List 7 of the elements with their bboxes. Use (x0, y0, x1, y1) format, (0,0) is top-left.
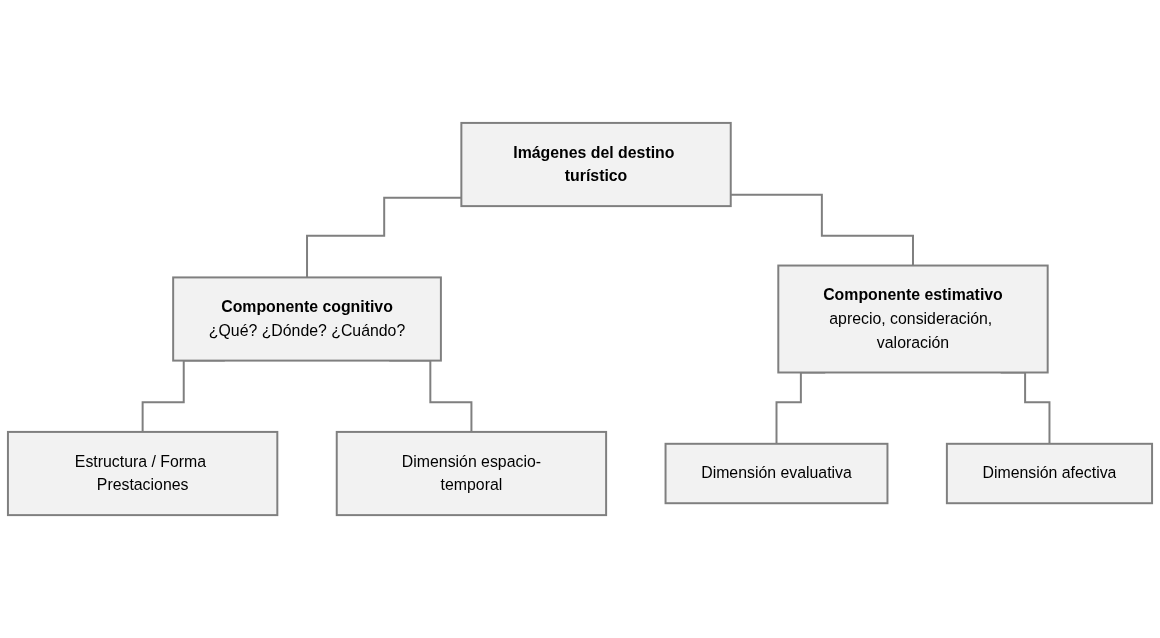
node-box: Dimensión espacio-temporal (335, 430, 608, 517)
node-box: Componente estimativo aprecio, consideración, valoración (777, 264, 1049, 374)
node-box: Dimensión evaluativa (664, 442, 889, 505)
node-box: Estructura / Forma Prestaciones (6, 430, 279, 517)
node-box: Componente cognitivo ¿Qué? ¿Dónde? ¿Cuándo? (172, 276, 442, 362)
node-box: Dimensión afectiva (945, 442, 1154, 505)
node-box: Imágenes del destino turístico (460, 121, 732, 208)
